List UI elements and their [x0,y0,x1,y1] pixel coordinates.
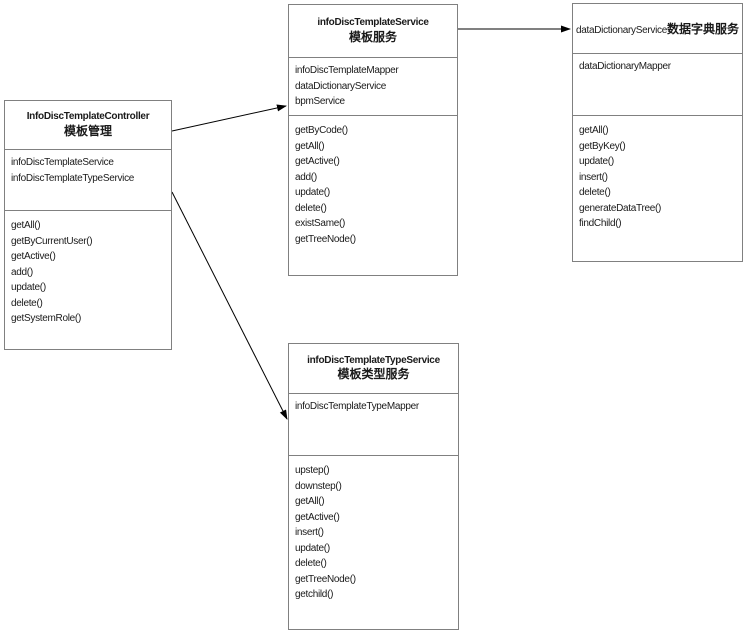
method: getAll() [579,125,609,136]
method: upstep() [295,465,330,476]
class-name: dataDictionaryService [576,24,667,36]
method: add() [295,171,317,183]
methods-compartment: getByCode() getAll() getActive() add() u… [289,116,457,275]
method: getSystemRole() [11,313,81,324]
method: downstep() [295,480,342,492]
class-name-cn: 模板管理 [63,123,112,138]
arrow-controller-to-template-type-service [171,191,288,420]
attribute: dataDictionaryService [295,80,386,92]
method: delete() [579,187,611,198]
method: delete() [295,558,327,569]
attribute: infoDiscTemplateTypeService [11,172,135,184]
class-name: infoDiscTemplateService [317,17,429,29]
attribute: bpmService [295,96,345,107]
method: insert() [579,171,608,183]
method: getActive() [11,251,56,262]
class-title: dataDictionaryService数据字典服务 [573,4,742,54]
method: update() [11,282,46,293]
attributes-compartment: infoDiscTemplateMapper dataDictionarySer… [289,58,457,116]
class-box-info-disc-template-service[interactable]: infoDiscTemplateService 模板服务 infoDiscTem… [288,4,458,276]
class-title: InfoDiscTemplateController 模板管理 [5,101,171,150]
attributes-compartment: infoDiscTemplateTypeMapper [289,394,458,456]
method: update() [579,156,614,167]
arrow-controller-to-template-service [171,104,287,132]
method: getActive() [295,156,340,167]
methods-compartment: getAll() getByKey() update() insert() de… [573,116,742,261]
method: update() [295,187,330,198]
method: existSame() [295,218,346,229]
method: insert() [295,527,324,538]
method: delete() [11,297,43,309]
attribute: infoDiscTemplateMapper [295,65,399,76]
method: findChild() [579,218,622,229]
class-box-data-dictionary-service[interactable]: dataDictionaryService数据字典服务 dataDictiona… [572,3,743,262]
class-name: InfoDiscTemplateController [26,111,150,123]
method: add() [11,266,33,278]
method: getByCurrentUser() [11,235,93,247]
attributes-compartment: infoDiscTemplateService infoDiscTemplate… [5,150,171,211]
method: getAll() [11,220,41,231]
attributes-compartment: dataDictionaryMapper [573,54,742,116]
method: getActive() [295,511,340,523]
class-title: infoDiscTemplateTypeService 模板类型服务 [289,344,458,394]
method: getTreeNode() [295,573,356,585]
attribute: dataDictionaryMapper [579,61,671,72]
method: delete() [295,202,327,214]
method: getTreeNode() [295,233,356,245]
attribute: infoDiscTemplateTypeMapper [295,401,419,412]
method: getchild() [295,589,334,600]
method: getAll() [295,496,325,507]
class-title: infoDiscTemplateService 模板服务 [289,5,457,58]
methods-compartment: upstep() downstep() getAll() getActive()… [289,456,458,629]
methods-compartment: getAll() getByCurrentUser() getActive() … [5,211,171,349]
class-name-cn: 数据字典服务 [666,21,739,36]
method: generateDataTree() [579,202,662,214]
class-box-info-disc-template-type-service[interactable]: infoDiscTemplateTypeService 模板类型服务 infoD… [288,343,459,630]
attribute: infoDiscTemplateService [11,157,114,168]
class-name: infoDiscTemplateTypeService [307,354,440,366]
method: getByKey() [579,140,626,152]
class-name-cn: 模板类型服务 [337,367,410,382]
class-title-line: dataDictionaryService数据字典服务 [576,19,739,39]
method: getAll() [295,140,325,152]
method: update() [295,542,330,554]
class-name-cn: 模板服务 [348,29,397,44]
class-box-info-disc-template-controller[interactable]: InfoDiscTemplateController 模板管理 infoDisc… [4,100,172,350]
method: getByCode() [295,125,348,136]
